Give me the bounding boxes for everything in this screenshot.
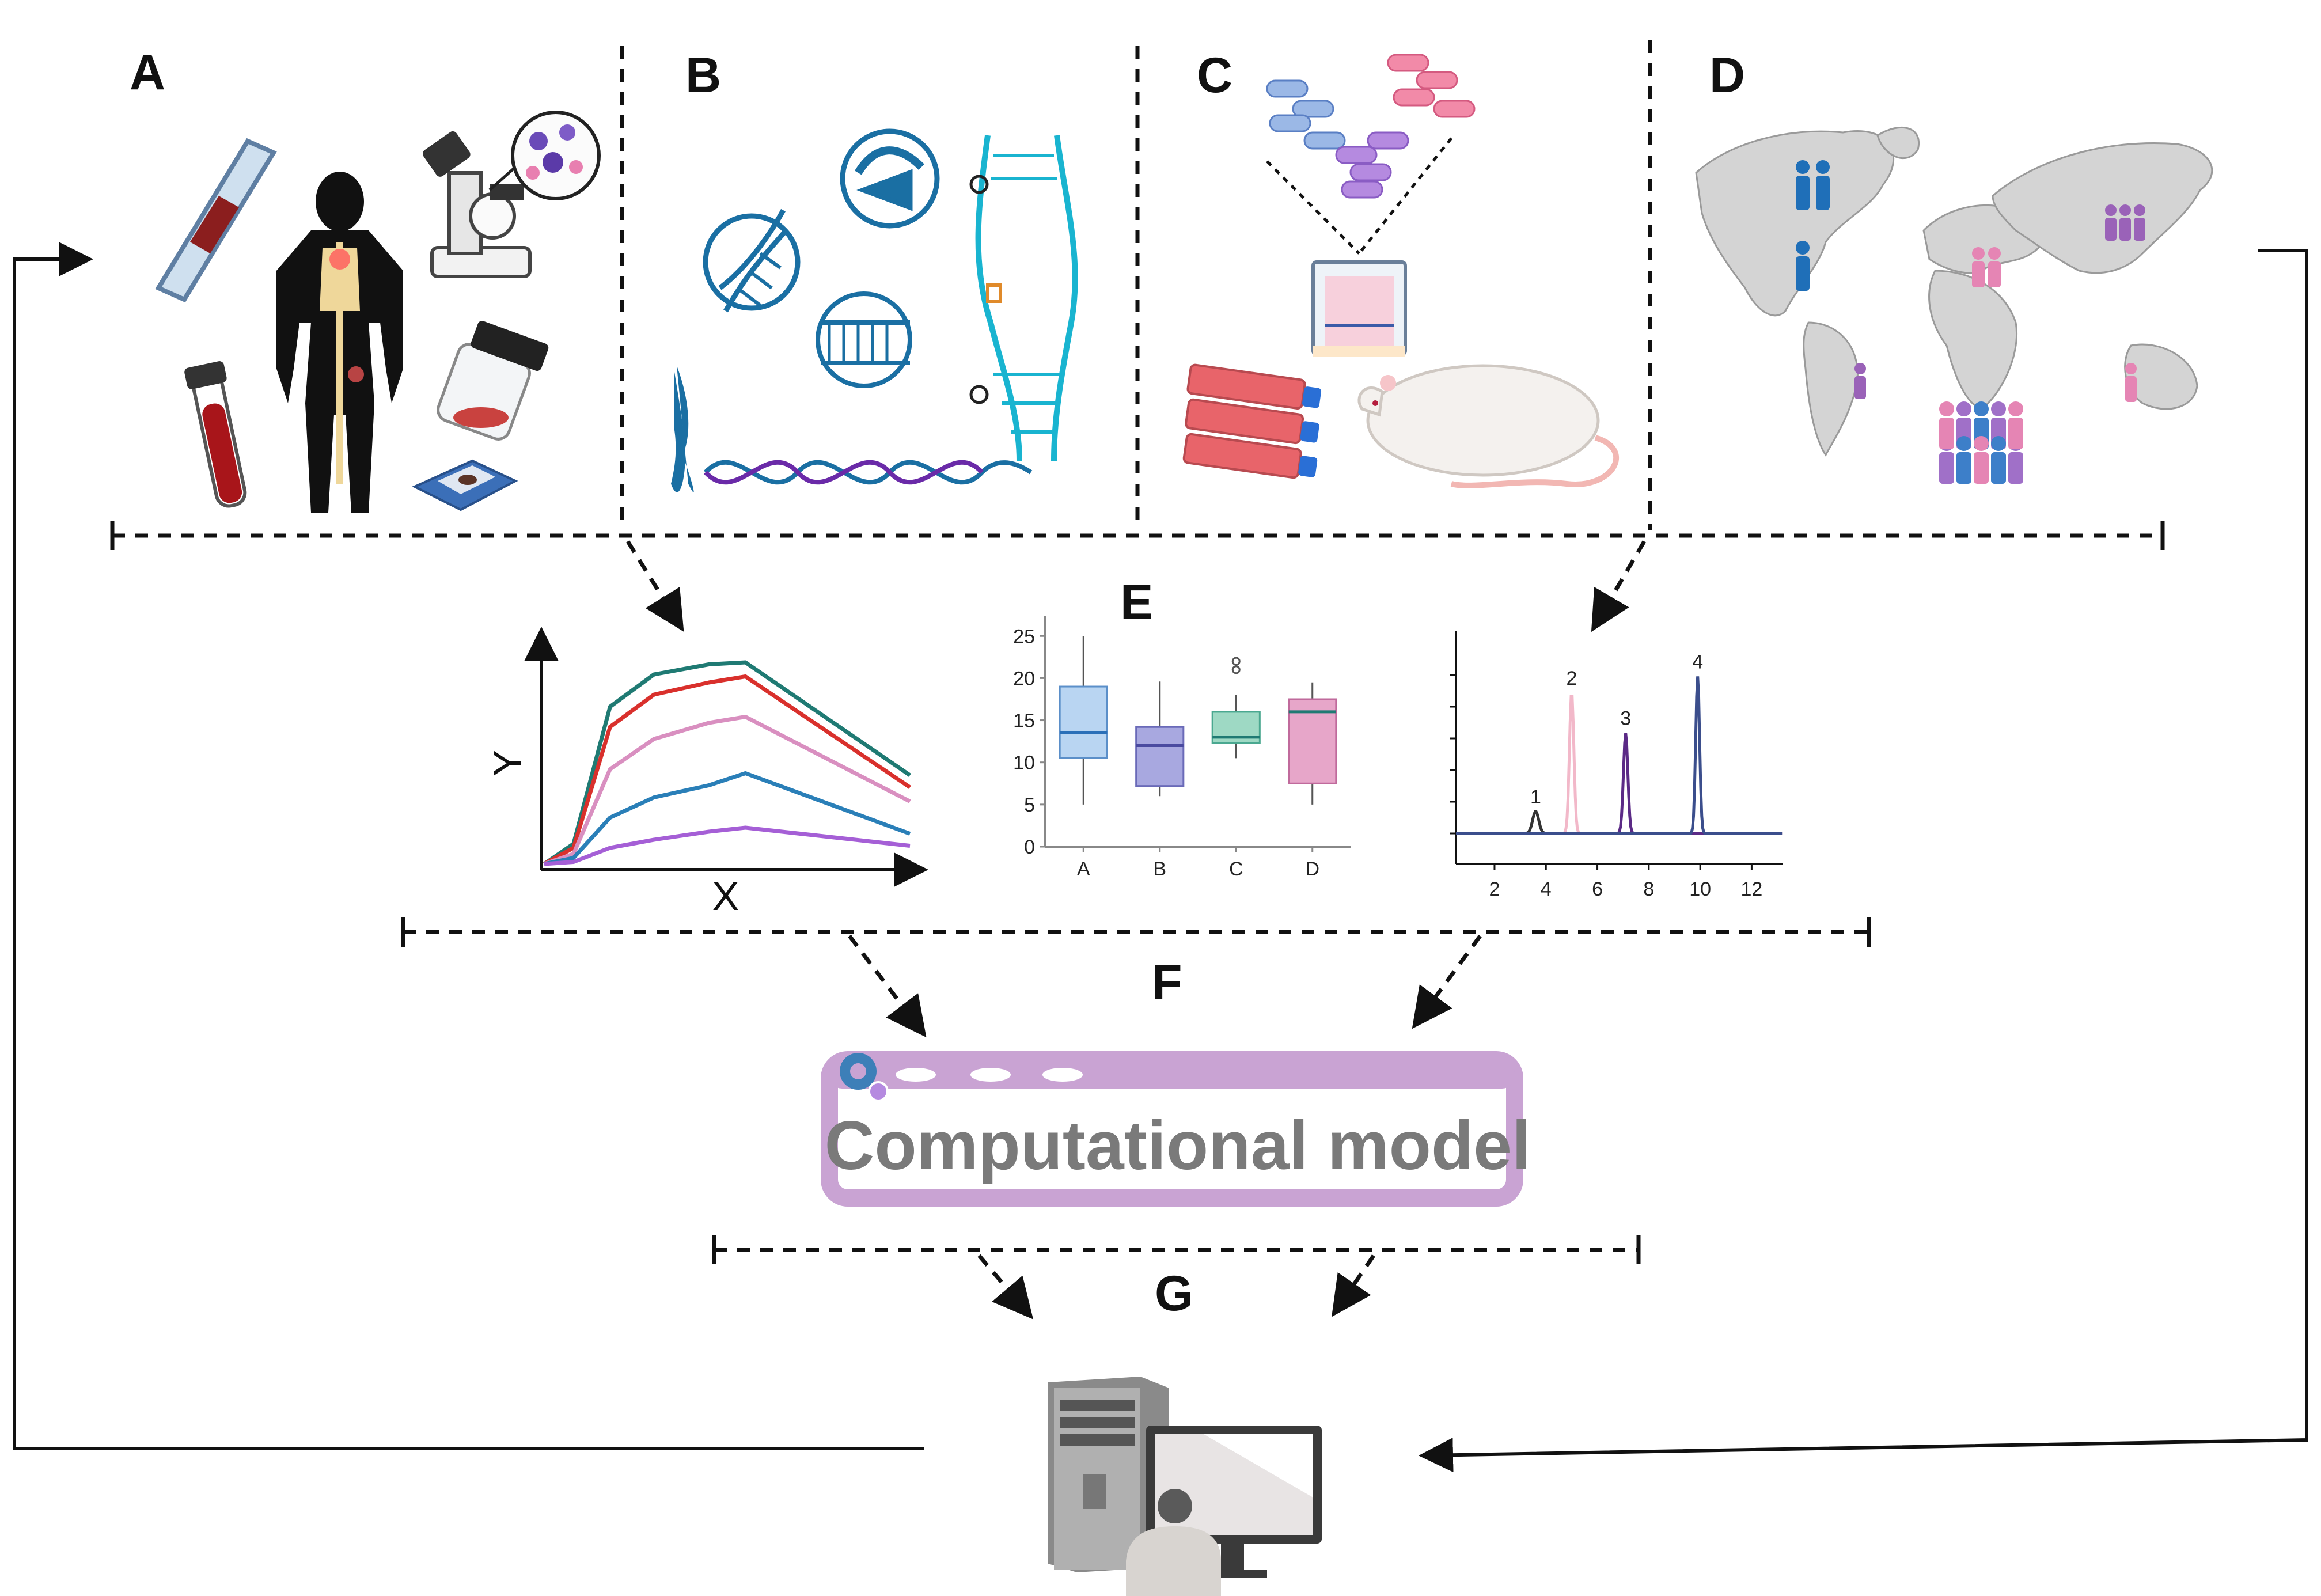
chart3-peaks: 1 2 3 4 <box>1456 651 1783 835</box>
panel-letter-g: G <box>1155 1266 1193 1321</box>
panel-letter-d: D <box>1709 48 1745 103</box>
chart2-xtick-label: C <box>1229 858 1243 880</box>
chart2-outlier <box>1231 665 1241 674</box>
computer-workstation-icon <box>1048 1377 1322 1596</box>
chart2-xtick-label: D <box>1305 858 1319 880</box>
specimen-jar-icon <box>437 321 549 441</box>
chart3-peak-4 <box>1456 676 1783 835</box>
panel-letter-a: A <box>130 45 165 100</box>
charts-to-model-arrows <box>848 934 1482 1038</box>
people-groups-icon <box>1796 160 2145 484</box>
chart2-xtick-label: A <box>1077 858 1090 880</box>
chart3-xtick-label: 4 <box>1541 878 1552 900</box>
model-to-computer-arrows <box>977 1254 1375 1320</box>
chart2-ytick-label: 0 <box>1024 836 1035 858</box>
gear-badge-icon <box>840 1053 889 1102</box>
world-map-icon <box>1695 126 2213 457</box>
microscope-icon <box>422 131 532 278</box>
crispr-circle-icon <box>816 291 912 388</box>
middle-bracket <box>401 917 1871 947</box>
top-bracket <box>110 521 2165 550</box>
chart3-peak-label: 2 <box>1566 668 1577 689</box>
chart1-line-1 <box>543 674 911 866</box>
cells-magnifier-icon <box>488 111 601 200</box>
panel-letter-c: C <box>1197 48 1232 103</box>
chart3-xtick-label: 2 <box>1489 878 1500 900</box>
chart2-ytick-label: 10 <box>1013 752 1035 774</box>
dna-strand-icon <box>704 460 1033 485</box>
chromosome-icon <box>671 366 694 492</box>
feedback-loop-right <box>1419 249 2308 1473</box>
chart1-y-label: Y <box>485 750 530 777</box>
chart2-outlier <box>1231 657 1241 666</box>
chart3-ticks: 2 4 6 8 10 12 <box>1450 674 1763 900</box>
chart1-line-3 <box>544 771 911 866</box>
box-plot-chart: 0 5 10 15 20 25A B C D <box>1013 616 1351 880</box>
chart3-xtick-label: 10 <box>1689 878 1711 900</box>
panel-letter-f: F <box>1152 955 1182 1010</box>
chart3-peak-2 <box>1456 695 1783 835</box>
chart3-peak-label: 4 <box>1692 651 1703 673</box>
dna-circle-icon <box>703 208 801 313</box>
cell-culture-well-icon <box>1311 260 1407 357</box>
chart3-xtick-label: 12 <box>1741 878 1763 900</box>
chart2-ytick-label: 25 <box>1013 625 1035 647</box>
computational-model-label: Computational model <box>825 1107 1531 1184</box>
chart1-x-label: X <box>712 874 739 919</box>
chart2-box <box>1059 685 1108 759</box>
top-to-charts-arrows <box>626 540 1647 632</box>
skeleton-body-icon <box>276 172 403 513</box>
chart2-xtick-label: B <box>1153 858 1166 880</box>
tissue-slide-icon <box>155 138 277 303</box>
people-crowd <box>1939 401 2023 484</box>
chart1-line-2 <box>543 715 911 866</box>
chart2-ytick-label: 20 <box>1013 668 1035 689</box>
chart2-boxes <box>1059 636 1337 805</box>
chart2-ytick-label: 15 <box>1013 710 1035 732</box>
panel-dividers <box>620 40 1652 530</box>
chart3-peak-label: 3 <box>1620 708 1631 730</box>
slide-scanner-icon <box>412 459 518 511</box>
chart3-peak-label: 1 <box>1530 786 1541 808</box>
protein-circle-icon <box>840 128 940 229</box>
capsules-icon <box>1266 54 1476 199</box>
chart2-ticks: 0 5 10 15 20 25A B C D <box>1013 625 1319 880</box>
computational-model-window: Computational model <box>821 1051 1531 1207</box>
panel-letter-b: B <box>685 48 721 103</box>
binding-curve-chart: Y X <box>485 627 928 919</box>
chart3-peak-3 <box>1456 733 1783 835</box>
chart3-xtick-label: 8 <box>1643 878 1654 900</box>
lower-bracket <box>712 1235 1641 1264</box>
panel-letter-e: E <box>1120 575 1153 630</box>
blood-tube-icon <box>184 361 247 508</box>
culture-flasks-icon <box>1182 363 1322 479</box>
rat-icon <box>1357 364 1620 488</box>
feedback-loop-left <box>13 242 924 1450</box>
chart2-box <box>1135 726 1185 787</box>
chart3-xtick-label: 6 <box>1592 878 1603 900</box>
chart1-series <box>543 660 911 866</box>
funnel-lines <box>1266 137 1452 255</box>
dna-repair-scissors-icon <box>969 135 1078 461</box>
chart1-line-4 <box>544 825 911 866</box>
chart2-ytick-label: 5 <box>1024 794 1035 816</box>
